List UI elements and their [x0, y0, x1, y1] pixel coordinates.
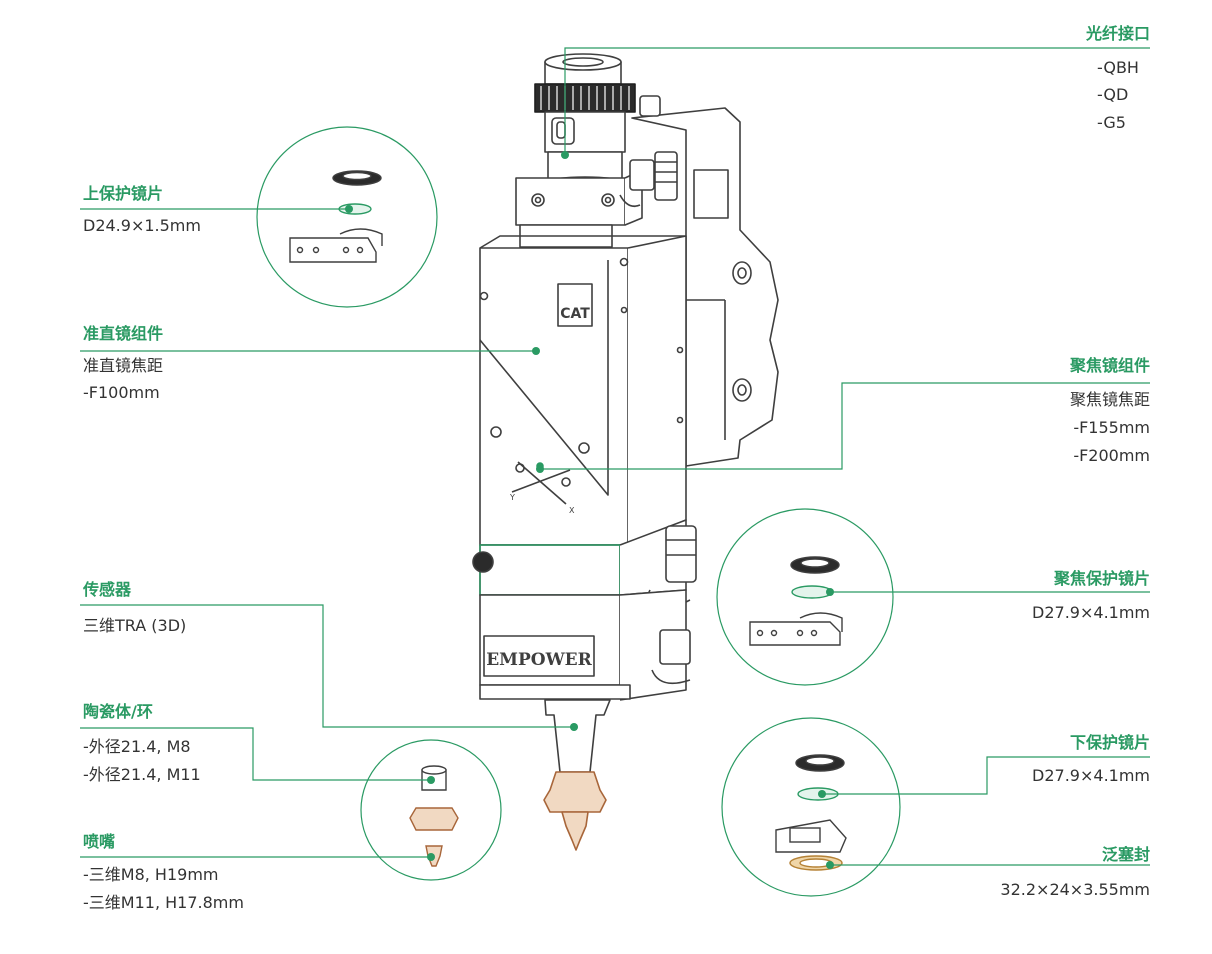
- label-nozzle-spec-1: -三维M8, H19mm: [83, 865, 219, 884]
- label-focus-assembly-spec-1: 聚焦镜焦距: [1069, 390, 1150, 409]
- axis-x-label: X: [569, 506, 575, 515]
- label-upper-window-title: 上保护镜片: [83, 184, 164, 203]
- label-fiber-spec-2: -QD: [1097, 85, 1129, 104]
- label-focus-assembly-spec-3: -F200mm: [1073, 446, 1150, 465]
- bracket-hole-lower: [732, 378, 752, 402]
- main-housing: [479, 247, 629, 546]
- label-nozzle-title: 喷嘴: [83, 832, 116, 851]
- detail-circle-upper-window: [256, 126, 438, 308]
- air-fitting-side: [665, 525, 697, 583]
- detail-circle-ceramic: [360, 739, 502, 881]
- detail-circle-focus-window: [716, 508, 894, 686]
- label-focus-window-spec: D27.9×4.1mm: [1032, 603, 1150, 622]
- bracket-hole-upper-inner: [737, 267, 747, 279]
- bracket-hole-lower-inner: [737, 384, 747, 396]
- label-focus-assembly-title: 聚焦镜组件: [1069, 356, 1150, 375]
- head-logo: CAT: [560, 306, 590, 322]
- detail-circle-lower-window: [721, 717, 901, 897]
- label-ceramic-title: 陶瓷体/环: [83, 702, 153, 721]
- label-nozzle-spec-2: -三维M11, H17.8mm: [83, 893, 244, 912]
- label-sensor-title: 传感器: [83, 580, 132, 599]
- housing-side: [627, 235, 687, 546]
- label-fiber-spec-3: -G5: [1097, 113, 1126, 132]
- leader-dots: [345, 151, 834, 869]
- label-seal-title: 泛塞封: [1101, 845, 1150, 864]
- label-collimator-spec-1: 准直镜焦距: [83, 356, 164, 375]
- lower-window-parts: [775, 754, 847, 871]
- nozzle-body: [544, 699, 611, 773]
- label-lower-window-title: 下保护镜片: [1069, 733, 1150, 752]
- label-collimator-title: 准直镜组件: [83, 324, 164, 343]
- sensor-ring: [479, 544, 621, 596]
- nozzle-tip: [561, 811, 589, 851]
- label-lower-window-spec: D27.9×4.1mm: [1032, 766, 1150, 785]
- head-brand: EMPOWER: [486, 650, 592, 670]
- label-fiber-title: 光纤接口: [1085, 24, 1150, 43]
- bracket-hole-upper: [732, 261, 752, 285]
- label-ceramic-spec-1: -外径21.4, M8: [83, 737, 191, 756]
- label-upper-window-spec: D24.9×1.5mm: [83, 216, 201, 235]
- label-seal-spec: 32.2×24×3.55mm: [1000, 880, 1150, 899]
- leader-lines: [80, 47, 1150, 866]
- bracket-window: [693, 169, 729, 219]
- ceramic-parts: [409, 765, 459, 867]
- sensor-knob: [472, 551, 494, 573]
- label-focus-window-title: 聚焦保护镜片: [1053, 569, 1150, 588]
- upper-window-parts: [289, 170, 383, 263]
- xy-adjust-y: [517, 461, 567, 505]
- xy-adjust-x: [511, 469, 571, 493]
- label-ceramic-spec-2: -外径21.4, M11: [83, 765, 201, 784]
- air-fitting-top: [654, 151, 678, 201]
- label-sensor-spec: 三维TRA (3D): [83, 616, 187, 635]
- mounting-bracket: [631, 107, 779, 467]
- axis-y-label: Y: [509, 493, 515, 502]
- logo-plate: [557, 283, 593, 327]
- label-focus-assembly-spec-2: -F155mm: [1073, 418, 1150, 437]
- focus-window-parts: [749, 556, 843, 646]
- fiber-connector-knurl: [534, 83, 636, 113]
- label-fiber-spec-1: -QBH: [1097, 58, 1139, 77]
- label-collimator-spec-2: -F100mm: [83, 383, 160, 402]
- ceramic-ring-part: [543, 771, 607, 813]
